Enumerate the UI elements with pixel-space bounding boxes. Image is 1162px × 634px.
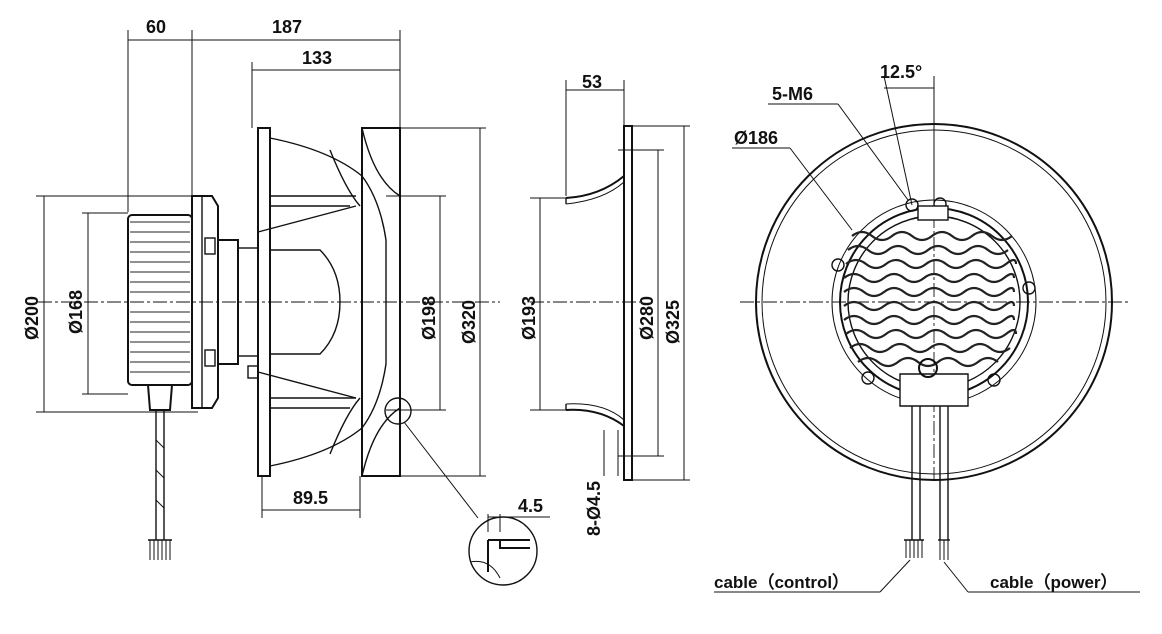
dim-diameter-200: Ø200 bbox=[22, 296, 42, 340]
dim-53: 53 bbox=[582, 72, 602, 92]
dim-diameter-186: Ø186 bbox=[734, 128, 778, 148]
label-cable-control: cable（control） bbox=[714, 572, 849, 592]
dim-diameter-198: Ø198 bbox=[419, 296, 439, 340]
dim-133: 133 bbox=[302, 48, 332, 68]
dim-diameter-320: Ø320 bbox=[459, 300, 479, 344]
front-heatsink-fins bbox=[843, 230, 1018, 368]
dim-diameter-168: Ø168 bbox=[66, 290, 86, 334]
dim-4-5: 4.5 bbox=[518, 496, 543, 516]
heatsink-fins bbox=[130, 221, 190, 373]
dim-diameter-325: Ø325 bbox=[663, 300, 683, 344]
cable-wires bbox=[148, 539, 172, 560]
dim-diameter-193: Ø193 bbox=[519, 296, 539, 340]
dim-187: 187 bbox=[272, 17, 302, 37]
side-view: 60 187 133 Ø200 Ø168 Ø198 Ø320 89.5 4.5 bbox=[22, 17, 550, 586]
front-view: 12.5° 5-M6 Ø186 cable（control） cable（pow… bbox=[714, 62, 1140, 593]
front-cable-wires bbox=[904, 539, 950, 560]
dim-angle-12-5: 12.5° bbox=[880, 62, 922, 82]
label-cable-power: cable（power） bbox=[990, 572, 1118, 592]
inlet-ring-view: 53 Ø193 Ø280 Ø325 8-Ø4.5 bbox=[519, 72, 690, 536]
label-5-m6: 5-M6 bbox=[772, 84, 813, 104]
dim-diameter-280: Ø280 bbox=[637, 296, 657, 340]
dim-holes-8-4-5: 8-Ø4.5 bbox=[584, 481, 604, 536]
dim-89-5: 89.5 bbox=[293, 488, 328, 508]
dim-lines-side bbox=[36, 30, 486, 518]
dim-60: 60 bbox=[146, 17, 166, 37]
